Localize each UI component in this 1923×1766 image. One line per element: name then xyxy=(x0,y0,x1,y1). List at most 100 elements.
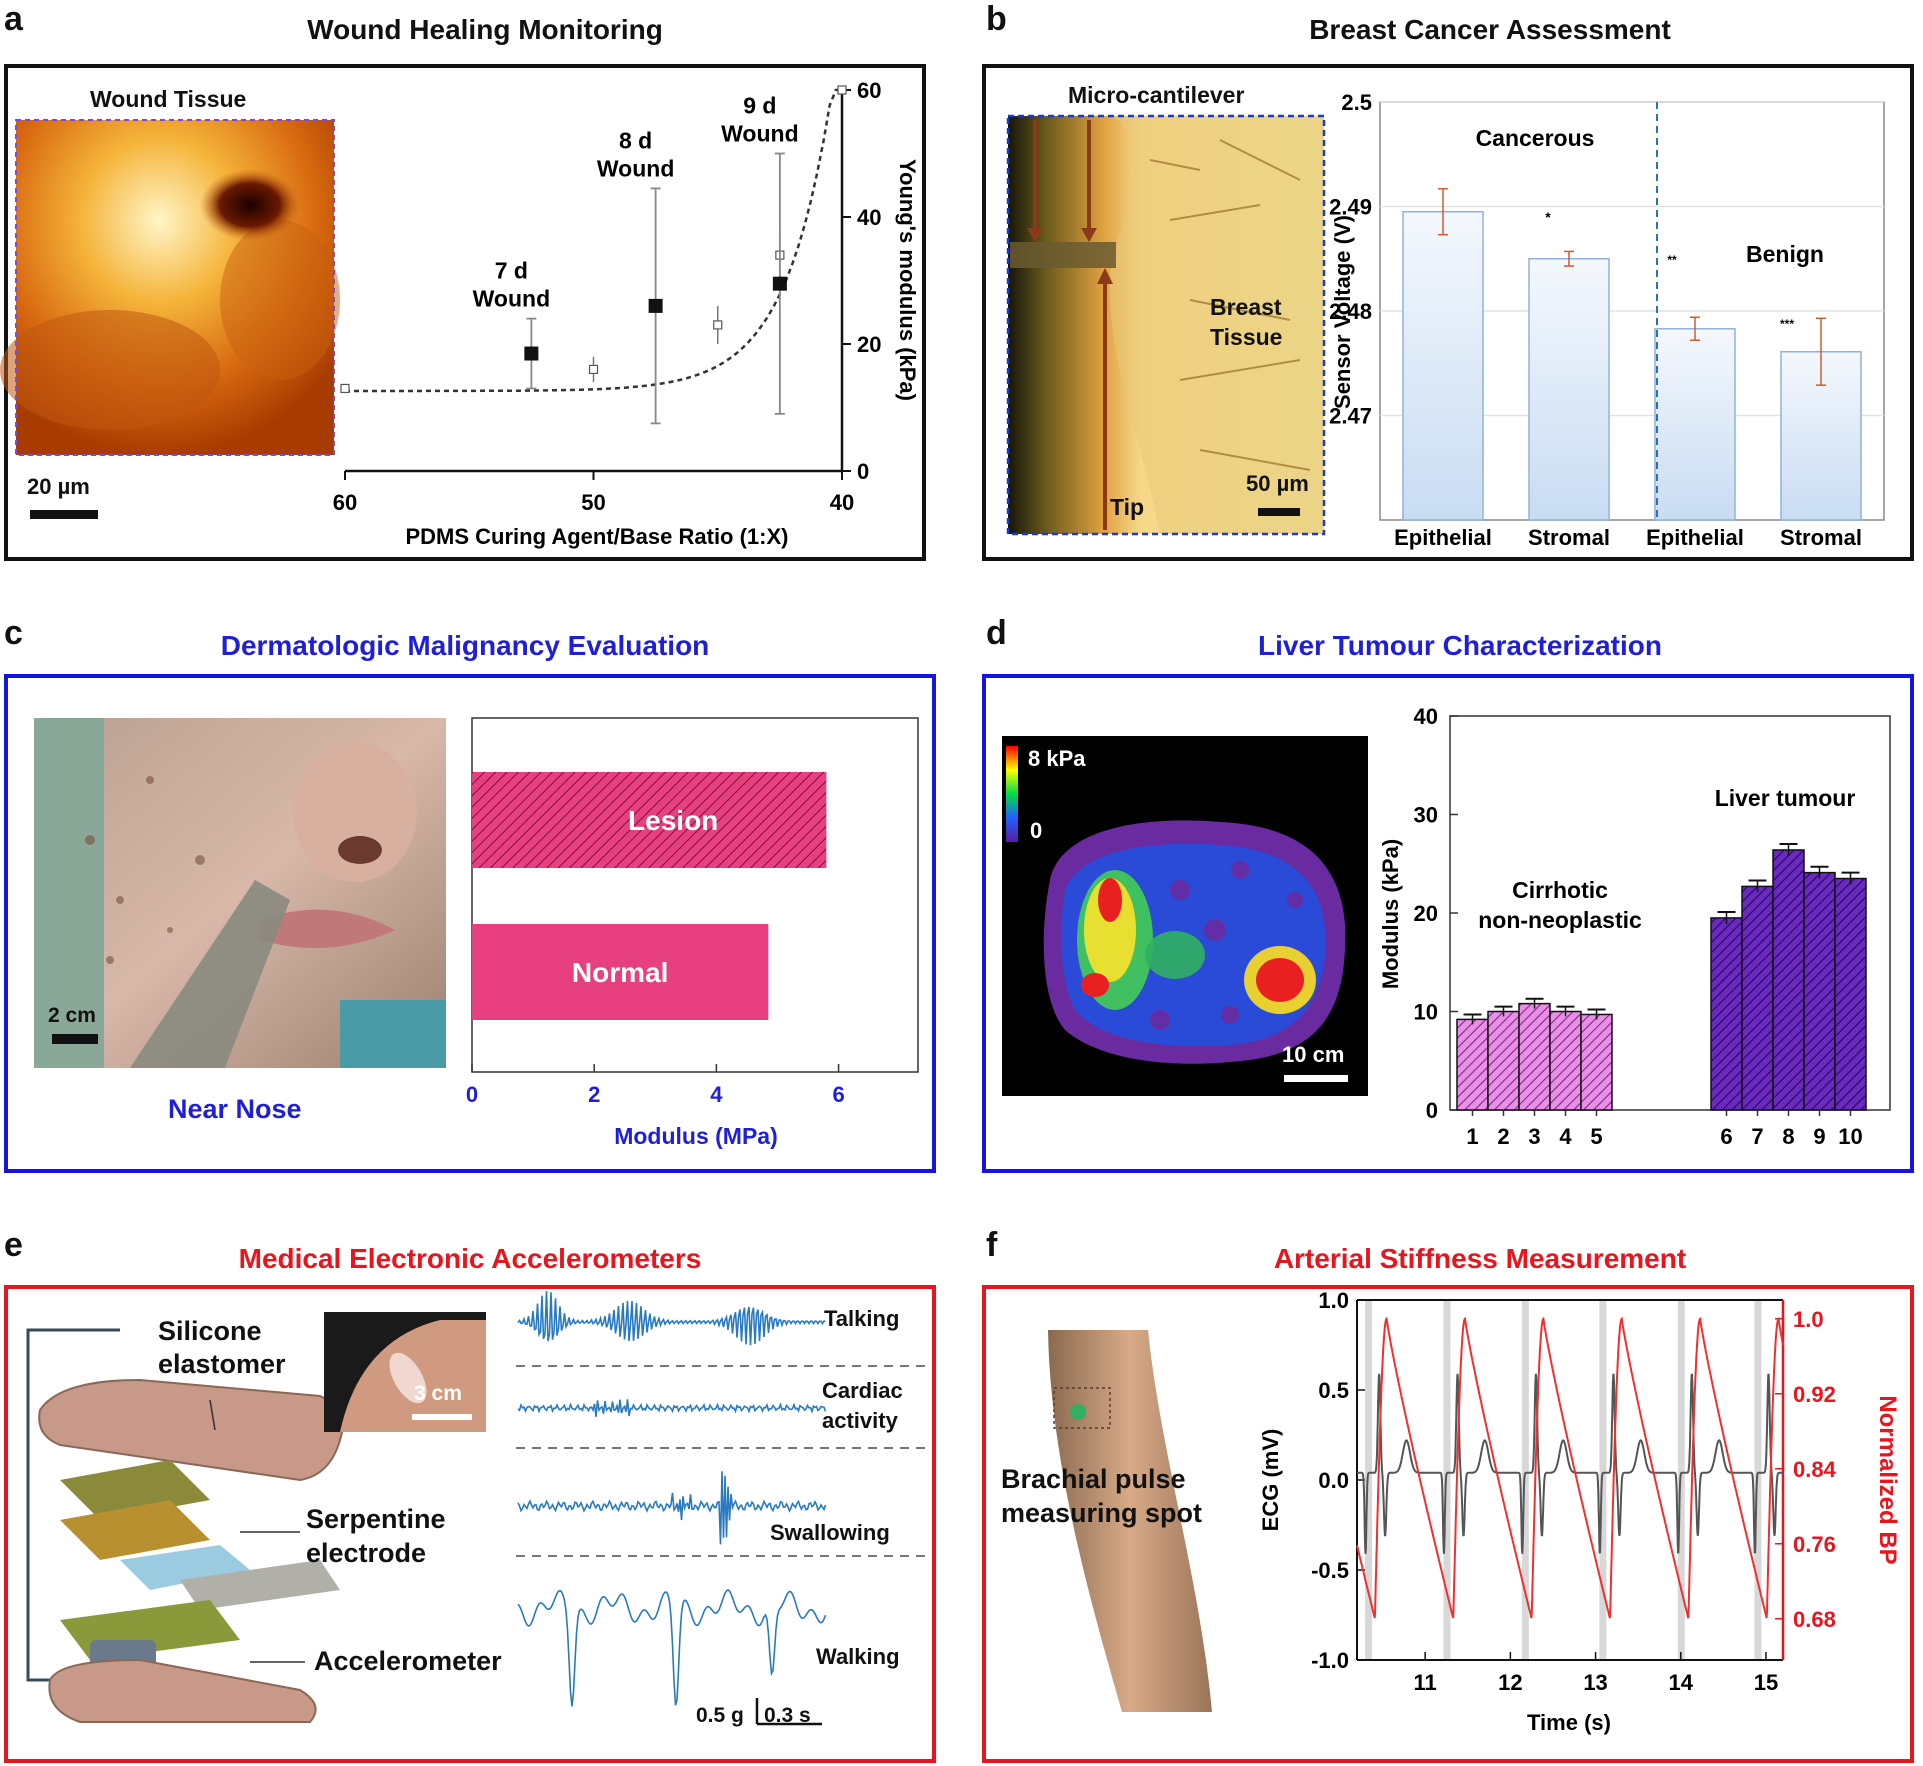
f-y-right-axis-label: Normalized BP xyxy=(1874,1395,1901,1564)
panel-e-title: Medical Electronic Accelerometers xyxy=(238,1243,702,1274)
f-beat-marker xyxy=(1599,1300,1607,1660)
panel-f-title: Arterial Stiffness Measurement xyxy=(1273,1243,1687,1274)
c-x-tick-label: 0 xyxy=(466,1082,478,1107)
f-ecg-trace xyxy=(1357,1373,1784,1554)
a-x-tick-label: 40 xyxy=(830,490,854,515)
d-x-tick-label: 10 xyxy=(1838,1124,1862,1149)
panel-d-frame xyxy=(982,674,1914,1173)
c-bar xyxy=(472,924,769,1020)
f-x-tick-label: 11 xyxy=(1414,1670,1437,1695)
b-group-label: Benign xyxy=(1746,241,1824,267)
b-category-label: Epithelial xyxy=(1646,525,1744,550)
a-x-tick-label: 60 xyxy=(333,490,357,515)
colorbar-max-label: 8 kPa xyxy=(1028,746,1086,771)
brachial-label-line1: Brachial pulse xyxy=(1001,1464,1186,1494)
f-y-right-tick-label: 0.92 xyxy=(1793,1382,1836,1407)
walking-trace xyxy=(517,1589,827,1707)
d-x-tick-label: 1 xyxy=(1466,1124,1478,1149)
panel-f-frame xyxy=(982,1285,1914,1763)
b-bar xyxy=(1528,258,1610,521)
b-category-label: Epithelial xyxy=(1394,525,1492,550)
f-bp-trace xyxy=(1356,1316,1784,1619)
f-y-right-tick-label: 0.84 xyxy=(1793,1457,1837,1482)
f-beat-marker xyxy=(1521,1300,1529,1660)
panel-b-frame xyxy=(982,64,1914,561)
f-y-right-tick-label: 0.76 xyxy=(1793,1532,1836,1557)
d-x-tick-label: 9 xyxy=(1813,1124,1825,1149)
c-bar-label: Normal xyxy=(572,957,668,988)
d-group-label: Liver tumour xyxy=(1715,785,1856,811)
a-wound-point xyxy=(524,346,539,361)
b-y-tick-label: 2.49 xyxy=(1329,195,1372,220)
a-calibration-point xyxy=(837,85,847,95)
a-wound-label: 7 d xyxy=(495,258,528,284)
trace-label-activity: activity xyxy=(822,1408,898,1433)
panel-d-title: Liver Tumour Characterization xyxy=(1257,630,1662,661)
d-group-label: non-neoplastic xyxy=(1478,907,1642,933)
f-x-tick-label: 15 xyxy=(1754,1670,1778,1695)
panel-c-letter: c xyxy=(4,614,23,652)
d-x-tick-label: 2 xyxy=(1497,1124,1509,1149)
a-wound-label: Wound xyxy=(721,121,799,147)
trace-label-swallowing: Swallowing xyxy=(770,1520,890,1545)
b-group-label: Cancerous xyxy=(1476,125,1595,151)
d-x-tick-label: 8 xyxy=(1782,1124,1794,1149)
b-y-tick-label: 2.47 xyxy=(1329,404,1372,429)
f-y-tick-label: -1.0 xyxy=(1311,1648,1349,1673)
panel-c-title: Dermatologic Malignancy Evaluation xyxy=(220,630,710,661)
d-bar xyxy=(1549,1010,1582,1111)
f-y-right-tick-label: 1.0 xyxy=(1793,1307,1824,1332)
a-x-axis-label: PDMS Curing Agent/Base Ratio (1:X) xyxy=(406,524,789,549)
c-x-tick-label: 2 xyxy=(588,1082,600,1107)
a-wound-label: 8 d xyxy=(619,127,652,153)
d-bar xyxy=(1772,849,1805,1111)
a-x-tick-label: 50 xyxy=(581,490,605,515)
breast-scale-bar-label: 50 µm xyxy=(1246,471,1309,496)
d-y-tick-label: 0 xyxy=(1426,1098,1438,1123)
c-x-axis-label: Modulus (MPa) xyxy=(614,1123,778,1149)
a-y-tick-label: 0 xyxy=(857,459,869,484)
neck-photo-scale-label: 3 cm xyxy=(414,1382,462,1405)
near-nose-caption: Near Nose xyxy=(168,1094,302,1124)
c-x-tick-label: 6 xyxy=(832,1082,844,1107)
a-y-tick-label: 20 xyxy=(857,332,881,357)
trace-label-cardiac: Cardiac xyxy=(822,1378,903,1403)
f-y-axis-label: ECG (mV) xyxy=(1258,1429,1283,1532)
a-y-tick-label: 60 xyxy=(857,78,881,103)
a-y-tick-label: 40 xyxy=(857,205,881,230)
accelerometer-label: Accelerometer xyxy=(314,1646,502,1676)
f-beat-marker xyxy=(1365,1300,1373,1660)
d-x-tick-label: 5 xyxy=(1590,1124,1602,1149)
silicone-label-line2: elastomer xyxy=(158,1349,286,1379)
f-y-tick-label: -0.5 xyxy=(1311,1558,1349,1583)
panel-a-letter: a xyxy=(4,0,23,38)
f-plot-area xyxy=(1357,1300,1783,1660)
talking-trace xyxy=(517,1291,826,1346)
c-bar xyxy=(472,772,827,868)
a-wound-label: Wound xyxy=(597,155,675,181)
wound-tissue-label: Wound Tissue xyxy=(90,86,247,112)
f-y-right-tick-label: 0.68 xyxy=(1793,1607,1836,1632)
wound-scale-bar-label: 20 µm xyxy=(27,474,90,499)
f-x-tick-label: 12 xyxy=(1498,1670,1522,1695)
b-significance-mark: *** xyxy=(1780,317,1794,331)
d-x-tick-label: 4 xyxy=(1559,1124,1572,1149)
swallowing-trace xyxy=(517,1471,827,1545)
a-wound-label: 9 d xyxy=(743,93,776,119)
cantilever-label: Micro-cantilever xyxy=(1068,82,1245,108)
a-wound-point xyxy=(648,298,663,313)
f-beat-marker xyxy=(1443,1300,1451,1660)
f-beat-marker xyxy=(1677,1300,1685,1660)
d-y-axis-label: Modulus (kPa) xyxy=(1378,839,1403,989)
panel-d-letter: d xyxy=(986,614,1007,652)
c-bar-label: Lesion xyxy=(628,805,718,836)
silicone-label-line1: Silicone xyxy=(158,1316,262,1346)
a-calibration-curve xyxy=(345,88,842,393)
panel-b-title: Breast Cancer Assessment xyxy=(1309,14,1671,45)
serpentine-label-line1: Serpentine xyxy=(306,1504,446,1534)
f-x-axis-label: Time (s) xyxy=(1527,1710,1611,1735)
